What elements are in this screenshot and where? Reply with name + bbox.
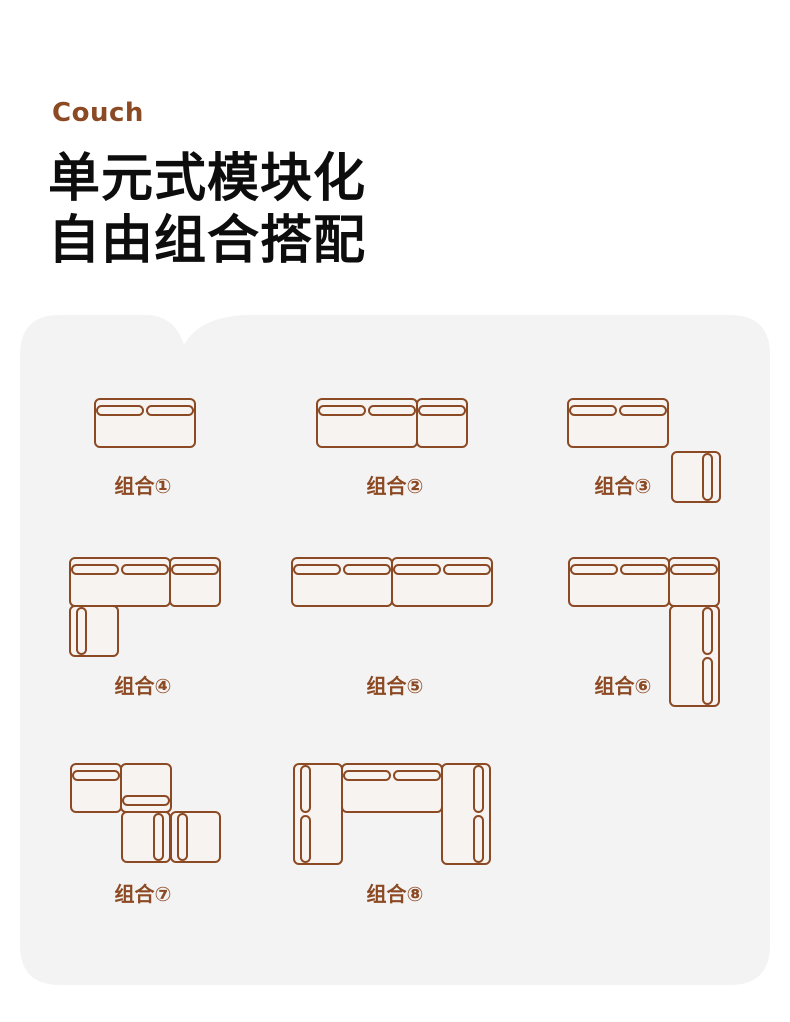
combo-7-label: 组合⑦ bbox=[114, 882, 172, 906]
combo-3-label: 组合③ bbox=[594, 474, 652, 498]
page-title: 单元式模块化 自由组合搭配 bbox=[48, 148, 366, 272]
combo-2-diagram bbox=[316, 398, 468, 448]
combo-8-label: 组合⑧ bbox=[366, 882, 424, 906]
combo-1-label: 组合① bbox=[114, 474, 172, 498]
combo-6-diagram bbox=[568, 557, 720, 707]
page-title-line-1: 单元式模块化 bbox=[48, 149, 367, 209]
combo-1-diagram bbox=[94, 398, 196, 448]
combo-4-diagram bbox=[69, 557, 221, 657]
page-title-line-2: 自由组合搭配 bbox=[48, 211, 367, 271]
combo-7-diagram bbox=[70, 763, 221, 863]
brand-label: Couch bbox=[52, 98, 144, 128]
combo-2-label: 组合② bbox=[366, 474, 424, 498]
combo-6-label: 组合⑥ bbox=[594, 674, 652, 698]
combo-3-diagram bbox=[567, 398, 721, 503]
combo-5-label: 组合⑤ bbox=[366, 674, 424, 698]
combo-4-label: 组合④ bbox=[114, 674, 172, 698]
combo-5-diagram bbox=[291, 557, 493, 607]
combo-8-diagram bbox=[293, 763, 491, 865]
